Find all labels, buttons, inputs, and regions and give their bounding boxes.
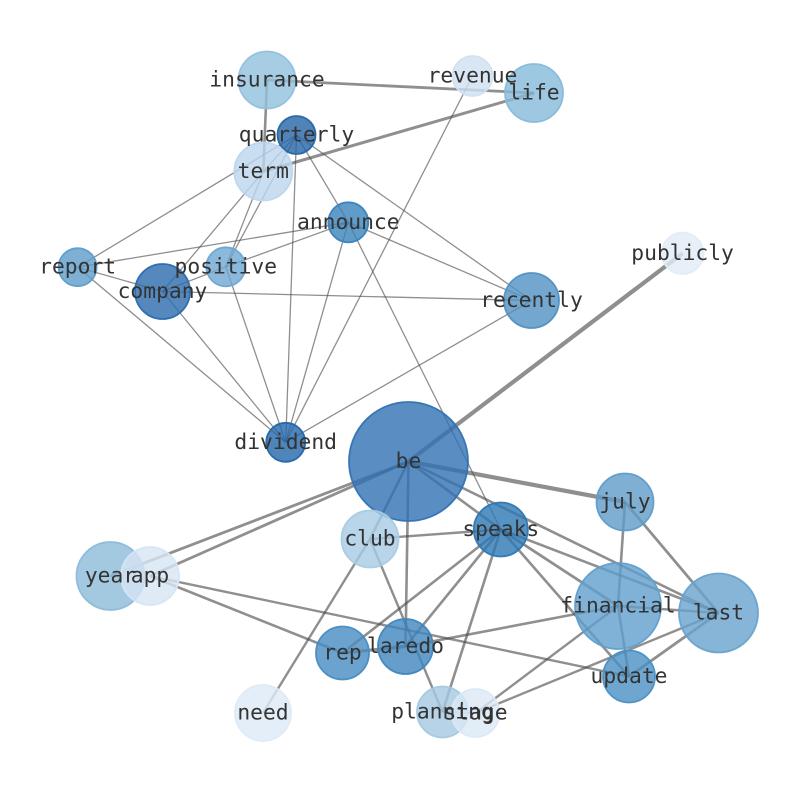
node-laredo (377, 618, 434, 675)
node-quarterly (276, 115, 317, 155)
edge-recently-dividend (285, 299, 532, 443)
node-label-app: app (131, 564, 169, 589)
node-company (134, 263, 191, 320)
node-july (595, 472, 655, 532)
node-label-club: club (344, 527, 395, 552)
edge-insurance-life (266, 78, 535, 95)
node-label-dividend: dividend (234, 430, 337, 455)
edge-club-need (261, 538, 372, 714)
node-label-planning: planning (391, 700, 494, 725)
edge-stage-last (475, 611, 719, 715)
node-label-need: need (237, 701, 288, 726)
node-last (678, 572, 759, 654)
node-label-publicly: publicly (631, 241, 734, 266)
node-label-update: update (591, 664, 668, 689)
node-label-financial: financial (560, 594, 675, 619)
node-label-be: be (396, 449, 422, 474)
node-dividend (265, 421, 307, 463)
node-revenue (451, 55, 494, 97)
edge-term-life (262, 91, 535, 173)
edge-announce-recently (348, 221, 532, 302)
node-label-revenue: revenue (428, 64, 518, 89)
node-rep (315, 625, 370, 681)
nodes-layer (57, 50, 759, 742)
node-label-announce: announce (297, 210, 400, 235)
node-label-positive: positive (175, 254, 278, 279)
edge-revenue-dividend (285, 75, 474, 443)
node-recently (503, 272, 560, 329)
node-label-report: report (39, 255, 116, 280)
edge-speaks-update (499, 528, 630, 678)
node-label-insurance: insurance (209, 68, 324, 93)
edge-quarterly-dividend (285, 134, 298, 443)
node-need (234, 684, 292, 742)
edge-positive-announce (225, 221, 349, 268)
node-label-last: last (693, 601, 744, 626)
node-publicly (660, 231, 705, 275)
node-be (348, 401, 469, 522)
node-label-july: july (599, 490, 650, 515)
node-speaks (472, 501, 529, 558)
edge-app-rep (149, 574, 343, 655)
node-club (340, 509, 400, 569)
node-label-term: term (238, 159, 289, 184)
node-label-year: year (85, 564, 136, 589)
node-label-life: life (508, 81, 559, 106)
node-label-company: company (118, 279, 208, 304)
edge-positive-dividend (225, 266, 287, 443)
node-life (504, 63, 564, 123)
node-label-laredo: laredo (367, 634, 444, 659)
edge-speaks-rep (341, 528, 502, 655)
node-app (120, 546, 180, 606)
node-label-rep: rep (323, 641, 361, 666)
node-label-speaks: speaks (462, 517, 539, 542)
edge-report-announce (77, 221, 349, 268)
node-label-stage: stage (443, 701, 507, 726)
node-term (233, 141, 294, 202)
node-report (57, 247, 98, 288)
node-announce (327, 201, 370, 244)
node-update (602, 649, 656, 704)
edge-company-dividend (161, 291, 287, 443)
node-insurance (237, 50, 297, 110)
edge-report-dividend (77, 266, 287, 443)
node-positive (205, 246, 247, 288)
node-financial (574, 562, 662, 650)
edge-company-recently (162, 290, 532, 302)
edge-quarterly-recently (296, 134, 532, 302)
edge-announce-dividend (285, 222, 349, 443)
node-stage (450, 688, 501, 738)
edge-announce-speaks (347, 222, 502, 530)
node-label-quarterly: quarterly (239, 123, 354, 148)
node-label-recently: recently (480, 288, 583, 313)
edge-speaks-planning (441, 529, 503, 713)
